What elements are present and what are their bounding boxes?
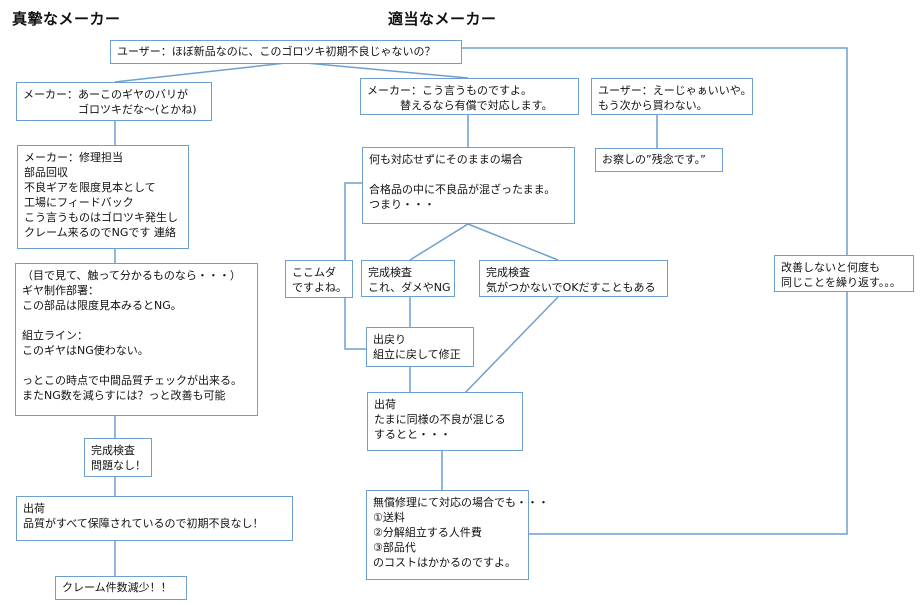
repeat-warning: 改善しないと何度も 同じことを繰り返す。。。 — [774, 255, 914, 292]
sincere-quality-check: （目で見て、触って分かるものなら・・・） ギヤ制作部署： この部品は限度見本みる… — [15, 263, 258, 416]
careless-user-disappointed: お察しの”残念です。” — [595, 148, 723, 172]
heading-careless: 適当なメーカー — [388, 10, 497, 28]
careless-repair-cost: 無償修理にて対応の場合でも・・・ ①送料 ②分解組立する人件費 ③部品代 のコス… — [366, 490, 549, 580]
careless-inspection-ok: 完成検査 気がつかないでOKだすこともある — [479, 260, 668, 297]
careless-shipping: 出荷 たまに同様の不良が混じる するとと・・・ — [367, 392, 523, 451]
careless-return-to-assembly: 出戻り 組立に戻して修正 — [366, 327, 474, 367]
sincere-claims-reduced: クレーム件数減少！！ — [55, 576, 187, 600]
sincere-repair-process: メーカー：修理担当 部品回収 不良ギアを限度見本として 工場にフィードバック こ… — [17, 145, 189, 249]
sincere-maker-response: メーカー：あーこのギヤのバリが ゴロツキだな～(とかね) — [16, 82, 212, 121]
careless-user-reaction: ユーザー：えーじゃぁいいや。 もう次から買わない。 — [591, 78, 753, 115]
user-complaint-box: ユーザー：ほぼ新品なのに、このゴロツキ初期不良じゃないの？ — [110, 40, 462, 64]
sincere-final-inspection: 完成検査 問題なし！ — [84, 438, 152, 477]
sincere-shipping: 出荷 品質がすべて保障されているので初期不良なし！ — [16, 496, 293, 541]
careless-inspection-ng: 完成検査 これ、ダメやNG — [361, 260, 455, 297]
careless-no-action: 何も対応せずにそのままの場合 合格品の中に不良品が混ざったまま。 つまり・・・ — [362, 147, 575, 224]
careless-waste-note: ここムダ ですよね。 — [285, 260, 353, 298]
careless-maker-response: メーカー：こう言うものですよ。 替えるなら有償で対応します。 — [360, 78, 579, 115]
heading-sincere: 真摯なメーカー — [12, 10, 121, 28]
